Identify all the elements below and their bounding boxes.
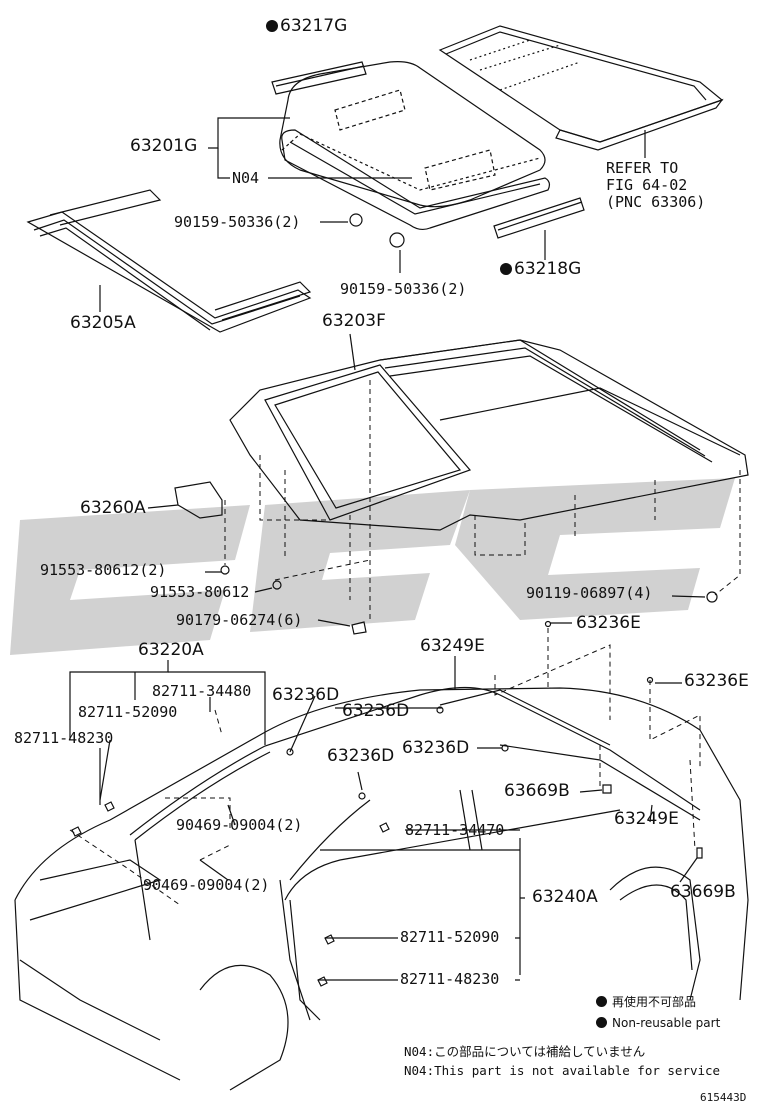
part-label-63669b-b: 63669B [670,882,736,902]
part-label-82711-34480: 82711-34480 [152,682,252,700]
non-reusable-dot-icon [596,1017,607,1028]
watermark-logo [10,478,735,655]
non-reusable-dot-icon [596,996,607,1007]
part-label-82711-34470: 82711-34470 [405,821,505,839]
part-label-91553-80612-2: 91553-80612(2) [40,561,167,579]
part-label-82711-48230-b: 82711-48230 [400,970,500,988]
figure-id: 615443D [700,1091,747,1104]
part-label-63249e-bottom: 63249E [614,809,679,829]
part-label-63249e-top: 63249E [420,636,485,656]
part-number: 63218G [514,259,582,279]
refer-note-line2: FIG 64-02 [606,176,688,194]
part-label-63236e-a: 63236E [576,613,641,633]
part-label-63236e-b: 63236E [684,671,749,691]
part-label-63203f: 63203F [322,311,386,331]
part-label-82711-48230-a: 82711-48230 [14,729,114,747]
legend-en: Non-reusable part [596,1016,720,1030]
part-label-90159-50336-b: 90159-50336(2) [340,280,467,298]
note-en: N04:This part is not available for servi… [404,1063,721,1078]
part-label-63236d-c: 63236D [327,746,395,766]
part-label-63236d-a: 63236D [272,685,340,705]
part-label-90469-09004-a: 90469-09004(2) [176,816,303,834]
part-label-90159-50336-a: 90159-50336(2) [174,213,301,231]
part-label-90179-06274: 90179-06274(6) [176,611,303,629]
part-label-63218g: 63218G [500,260,581,279]
part-label-90469-09004-b: 90469-09004(2) [143,876,270,894]
part-label-63260a: 63260A [80,498,146,518]
legend-text: 再使用不可部品 [612,995,697,1009]
part-label-63201g: 63201G [130,136,198,156]
part-label-90119-06897: 90119-06897(4) [526,584,653,602]
refer-note-line1: REFER TO [606,159,679,177]
part-label-82711-52090-b: 82711-52090 [400,928,500,946]
refer-note-line3: (PNC 63306) [606,193,706,211]
part-label-63220a: 63220A [138,640,204,660]
part-number: 63217G [280,16,348,36]
legend-text: Non-reusable part [612,1016,721,1030]
part-label-63205a: 63205A [70,313,136,333]
part-label-63236d-d: 63236D [402,738,470,758]
non-reusable-dot-icon [500,263,512,275]
part-label-63236d-b: 63236D [342,701,410,721]
non-reusable-dot-icon [266,20,278,32]
part-label-n04: N04 [232,169,260,187]
part-label-63217g: 63217G [266,17,347,36]
note-jp: N04:この部品については補給していません [404,1044,646,1059]
part-label-91553-80612: 91553-80612 [150,583,250,601]
legend-jp: 再使用不可部品 [596,995,696,1009]
part-label-63669b-a: 63669B [504,781,570,801]
part-label-82711-52090-a: 82711-52090 [78,703,178,721]
part-label-63240a: 63240A [532,887,598,907]
